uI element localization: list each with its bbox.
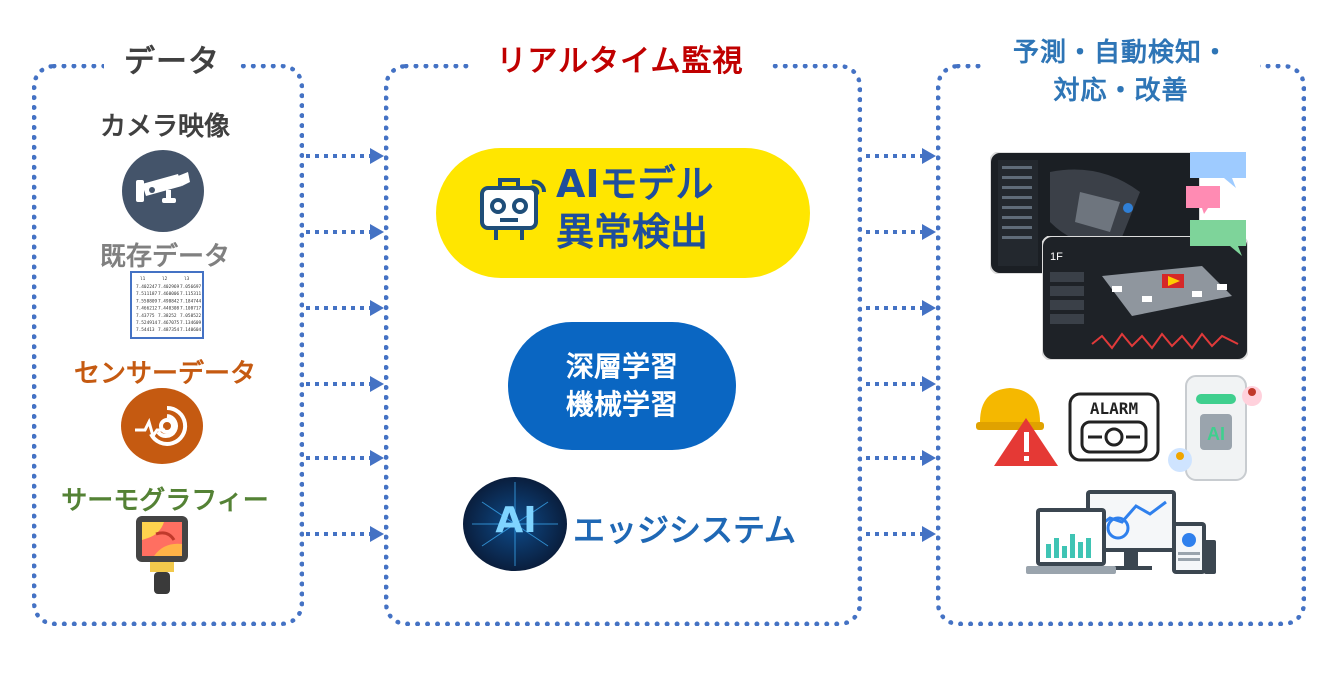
- arrow-head: [922, 300, 936, 316]
- table-cell: 7.467075: [158, 320, 180, 326]
- prediction-title-line2: 対応・改善: [1053, 76, 1189, 106]
- table-cell: 7.184744: [180, 298, 202, 304]
- arrow-head: [922, 148, 936, 164]
- arrow-head: [370, 526, 384, 542]
- realtime-monitoring-title: リアルタイム監視: [470, 36, 770, 80]
- edge-ai-chip-icon: [462, 476, 568, 576]
- edge-system-label: エッジシステム: [573, 511, 797, 549]
- arrow-head: [370, 450, 384, 466]
- legacy-data-label: 既存データ: [99, 242, 230, 272]
- alarm-icon: ALARM: [1068, 392, 1160, 466]
- arrows-middle-to-right: [866, 148, 936, 542]
- chat-bubbles-icon: [1186, 150, 1252, 264]
- edge-ai-text: AI: [495, 500, 537, 541]
- table-cell: 7.524914: [136, 320, 158, 326]
- table-cell: 7.38252: [158, 313, 177, 319]
- data-panel-title: データ: [104, 36, 240, 81]
- arrow-head: [922, 224, 936, 240]
- sensor-icon: [121, 388, 203, 464]
- floor-dashboard-screen: 1F: [1041, 235, 1249, 364]
- table-header-cell: l3: [184, 276, 190, 282]
- security-camera-icon: [122, 150, 204, 232]
- deep-learning-pill: [508, 322, 736, 450]
- sensor-data-label: センサーデータ: [73, 359, 256, 389]
- table-cell: 7.558809: [136, 298, 158, 304]
- table-cell: 7.54413: [136, 327, 155, 333]
- table-cell: 7.058522: [180, 313, 202, 319]
- arrows-left-to-middle: [306, 148, 384, 542]
- arrow-head: [370, 148, 384, 164]
- arrow-head: [922, 526, 936, 542]
- table-header-cell: l2: [162, 276, 168, 282]
- table-cell: 7.487354: [158, 327, 180, 333]
- deep-learning-line2: 機械学習: [565, 388, 678, 421]
- table-cell: 7.402247: [136, 284, 158, 290]
- table-cell: 7.466212: [136, 306, 158, 312]
- table-cell: 7.140604: [180, 327, 202, 333]
- arrow-head: [370, 376, 384, 392]
- arrow-head: [370, 300, 384, 316]
- camera-footage-label: カメラ映像: [99, 112, 230, 142]
- arrow-head: [370, 224, 384, 240]
- hardhat-warning-icon: [976, 382, 1060, 472]
- thermography-label: サーモグラフィー: [61, 486, 269, 516]
- table-cell: 7.440308: [158, 306, 180, 312]
- deep-learning-text: 深層学習 機械学習: [508, 348, 736, 424]
- table-cell: 7.134609: [180, 320, 202, 326]
- table-cell: 7.511187: [136, 291, 158, 297]
- table-cell: 7.402969: [158, 284, 180, 290]
- prediction-title-line1: 予測・自動検知・: [1012, 38, 1229, 68]
- table-cell: 7.43775: [136, 313, 155, 319]
- table-cell: 7.498842: [158, 298, 180, 304]
- table-cell: 7.056697: [180, 284, 202, 290]
- arrow-head: [922, 376, 936, 392]
- deep-learning-line1: 深層学習: [565, 350, 678, 383]
- table-header-cell: l1: [140, 276, 146, 282]
- thermal-camera-icon: [134, 514, 190, 600]
- ai-model-text: AIモデル 異常検出: [556, 160, 786, 256]
- analytics-devices-icon: [1026, 488, 1216, 584]
- prediction-response-title: 予測・自動検知・ 対応・改善: [982, 34, 1260, 110]
- ai-robot-icon: [474, 174, 550, 250]
- ai-model-line2: 異常検出: [556, 210, 709, 254]
- table-cell: 7.460006: [158, 291, 180, 297]
- table-cell: 7.115311: [180, 291, 202, 297]
- phone-ai-text: AI: [1207, 424, 1225, 444]
- ai-phone-icon: AI: [1166, 374, 1266, 488]
- arrow-head: [922, 450, 936, 466]
- ai-model-line1: AIモデル: [556, 162, 714, 206]
- alarm-text: ALARM: [1090, 399, 1138, 418]
- floor-label: 1F: [1050, 251, 1063, 263]
- table-cell: 7.108717: [180, 306, 202, 312]
